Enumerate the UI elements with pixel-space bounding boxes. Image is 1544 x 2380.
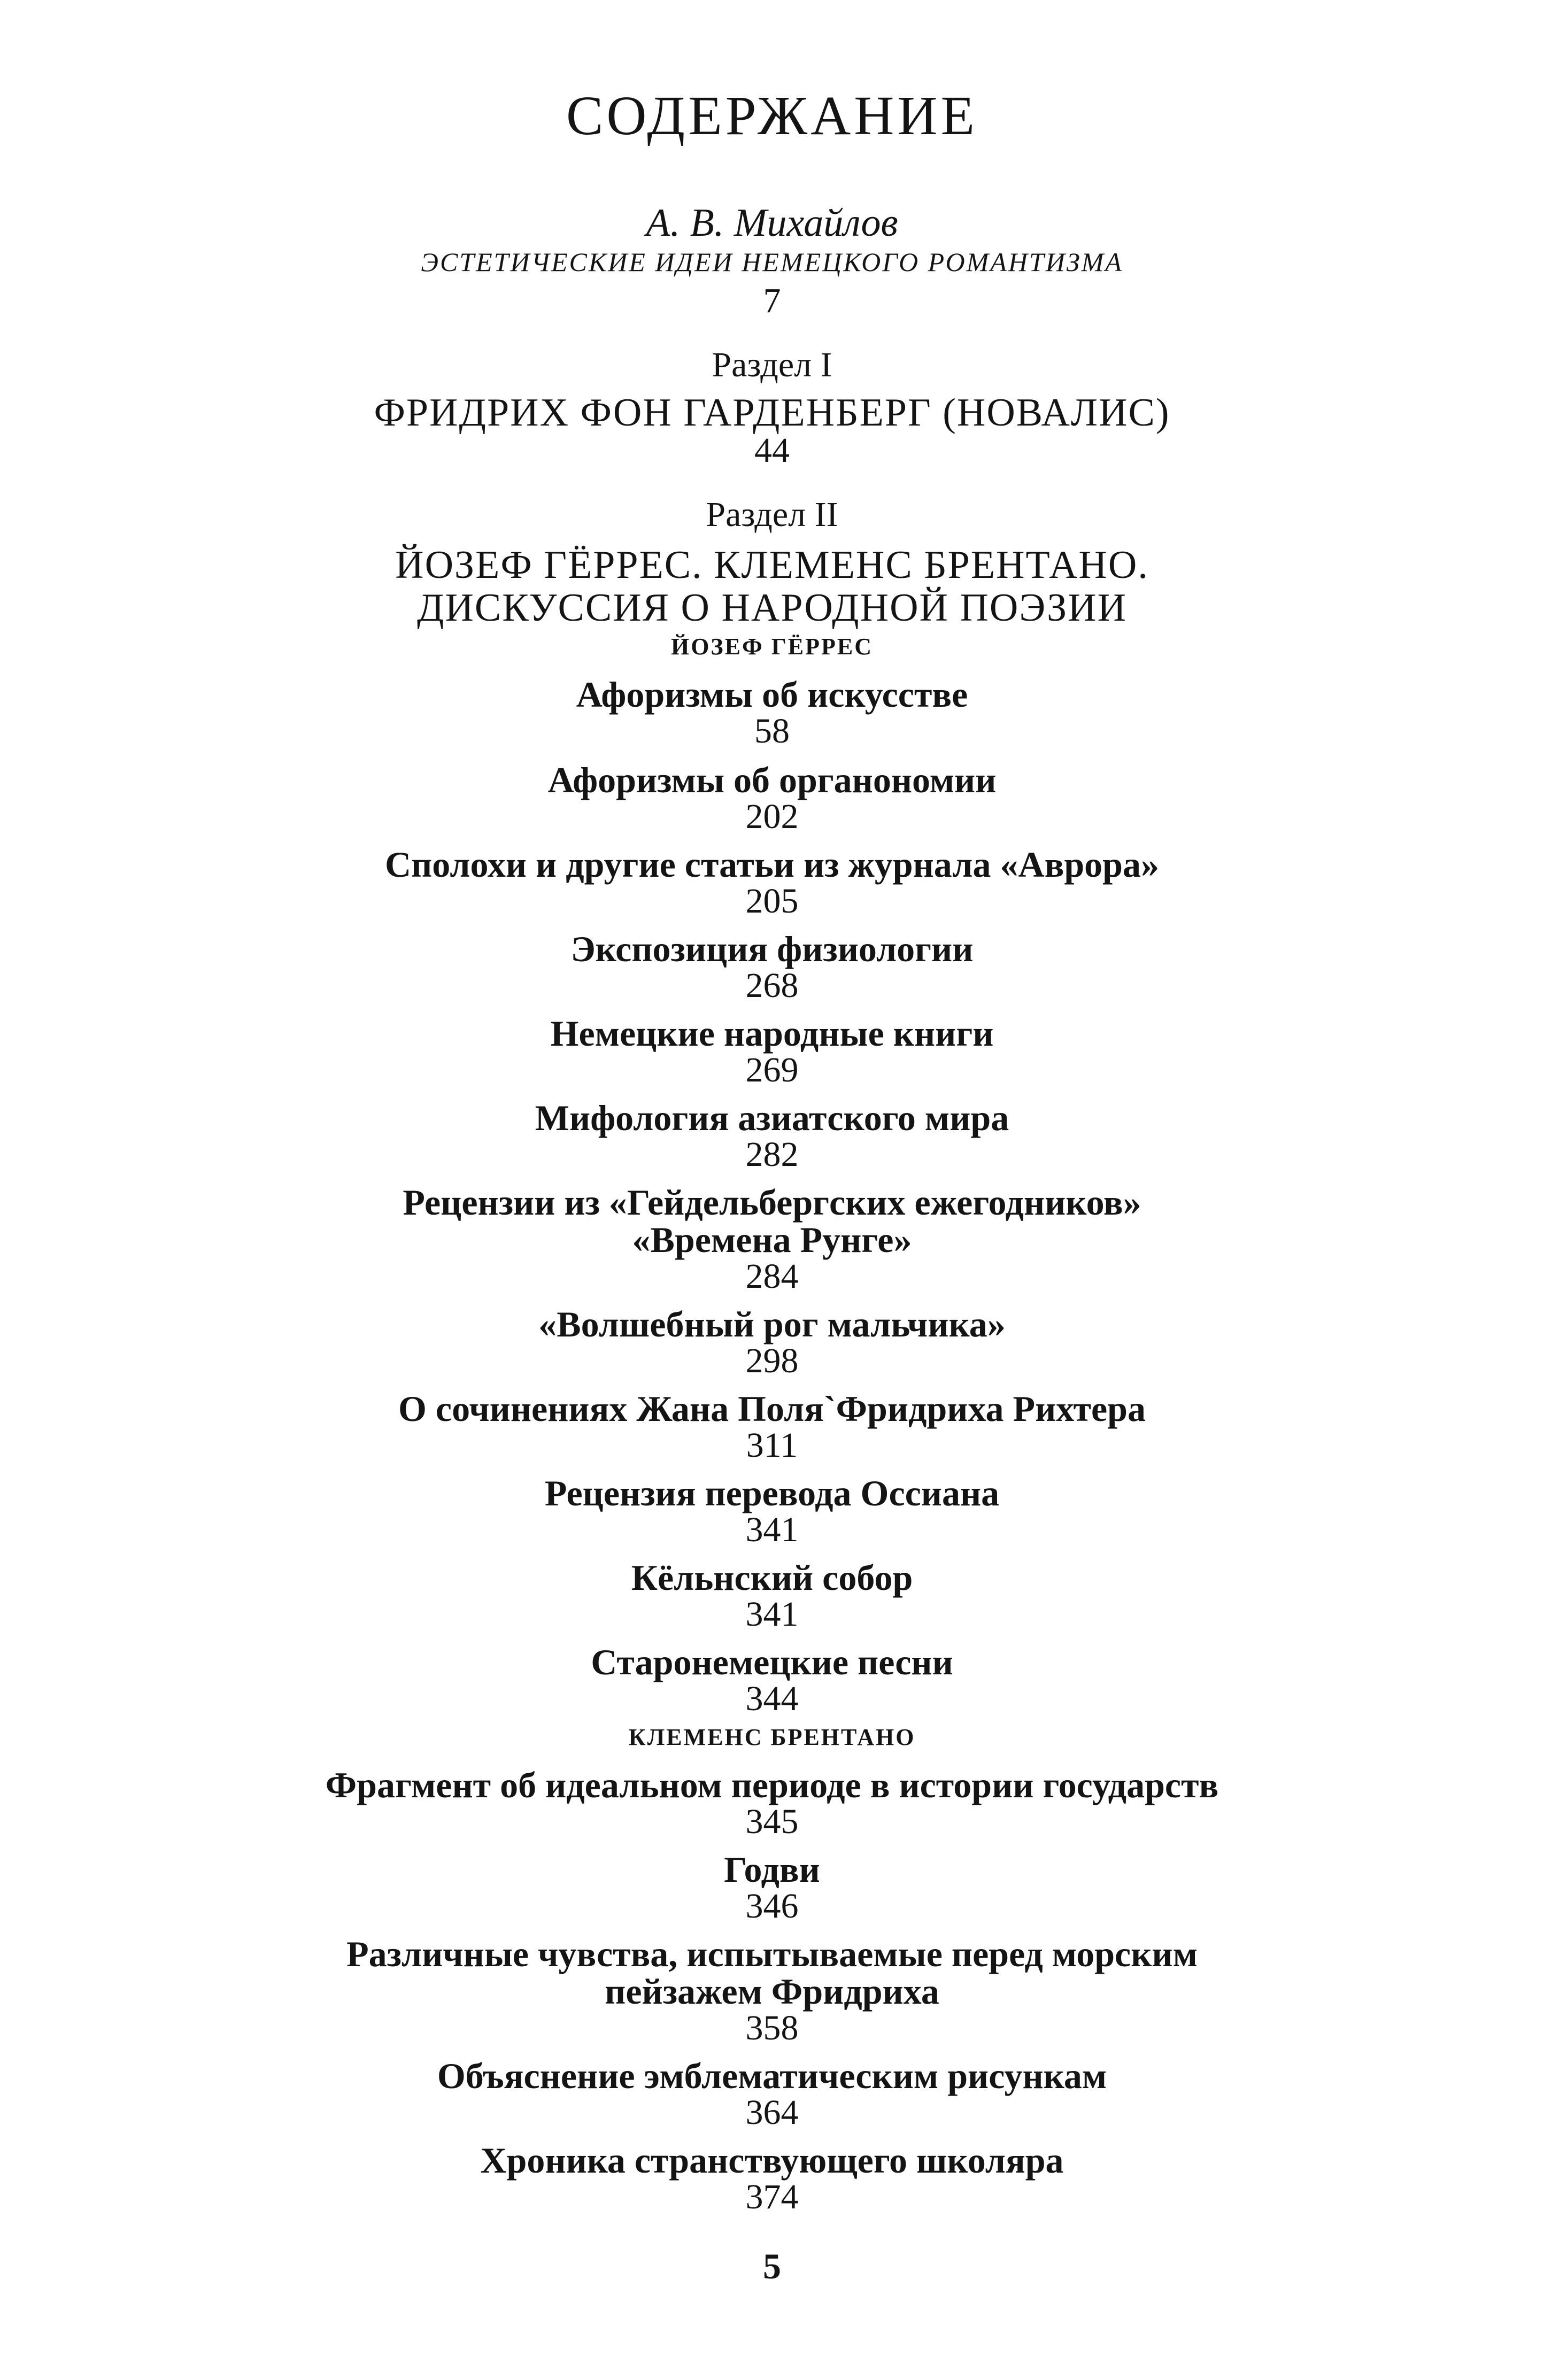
- toc-entry-page: 311: [746, 1426, 798, 1465]
- toc-entry-page: 298: [745, 1341, 799, 1380]
- toc-entry-title: Рецензии из «Гейдельбергских ежегодников…: [403, 1182, 1141, 1223]
- section1-title: ФРИДРИХ ФОН ГАРДЕНБЕРГ (НОВАЛИС): [374, 391, 1170, 435]
- toc-entry-page: 282: [745, 1135, 799, 1174]
- toc-entry-title: Кёльнский собор: [631, 1557, 913, 1598]
- toc-entry-title: «Волшебный рог мальчика»: [538, 1304, 1006, 1344]
- author-heading-brentano: КЛЕМЕНС БРЕНТАНО: [628, 1724, 916, 1750]
- intro-title: ЭСТЕТИЧЕСКИЕ ИДЕИ НЕМЕЦКОГО РОМАНТИЗМА: [421, 247, 1123, 277]
- toc-entry-page: 364: [745, 2093, 799, 2132]
- page-number: 5: [763, 2246, 781, 2286]
- toc-entry-page: 268: [745, 966, 799, 1005]
- intro-page: 7: [763, 281, 781, 320]
- toc-entry-page: 344: [745, 1679, 799, 1718]
- toc-entry-title: Объяснение эмблематическим рисункам: [437, 2056, 1107, 2096]
- toc-entry-page: 202: [745, 797, 799, 836]
- toc-entry-subtitle: «Времена Рунге»: [632, 1219, 912, 1260]
- section2-label: Раздел II: [706, 495, 838, 534]
- toc-entry-page: 341: [745, 1595, 799, 1634]
- toc-entry-title: О сочинениях Жана Поля`Фридриха Рихтера: [398, 1388, 1146, 1429]
- toc-entry-title: Сполохи и другие статьи из журнала «Авро…: [385, 844, 1159, 885]
- toc-entry-page: 374: [745, 2177, 799, 2216]
- section1-page: 44: [754, 431, 790, 470]
- toc-entry-title: Афоризмы об органономии: [547, 760, 997, 800]
- toc-entry-page: 58: [754, 712, 790, 751]
- toc-entry-page: 346: [745, 1887, 799, 1926]
- toc-entry-title: Немецкие народные книги: [550, 1013, 994, 1054]
- toc-entry-title: Мифология азиатского мира: [535, 1098, 1009, 1138]
- page-title: СОДЕРЖАНИЕ: [566, 85, 978, 146]
- intro-author: А. В. Михайлов: [646, 201, 898, 245]
- toc-entry-title: Экспозиция физиологии: [570, 929, 974, 969]
- toc-entry-title: Старонемецкие песни: [591, 1642, 953, 1682]
- section2-title-line1: ЙОЗЕФ ГЁРРЕС. КЛЕМЕНС БРЕНТАНО.: [395, 543, 1149, 587]
- toc-entry-subtitle: пейзажем Фридриха: [605, 1971, 939, 2012]
- toc-entry-title: Рецензия перевода Оссиана: [544, 1473, 1000, 1513]
- toc-entry-page: 358: [745, 2008, 799, 2047]
- toc-entry-title: Хроника странствующего школяра: [480, 2140, 1064, 2181]
- toc-entry-page: 345: [745, 1802, 799, 1841]
- toc-entry-page: 284: [745, 1257, 799, 1296]
- toc-entry-page: 341: [745, 1510, 799, 1549]
- section2-title-line2: ДИСКУССИЯ О НАРОДНОЙ ПОЭЗИИ: [416, 586, 1128, 630]
- toc-entry-page: 269: [745, 1050, 799, 1089]
- toc-entry-title: Фрагмент об идеальном периоде в истории …: [325, 1765, 1219, 1805]
- toc-entry-title: Годви: [724, 1849, 820, 1890]
- section1-label: Раздел I: [712, 345, 832, 384]
- toc-entry-title: Афоризмы об искусстве: [576, 674, 968, 715]
- author-heading-gorres: ЙОЗЕФ ГЁРРЕС: [670, 633, 874, 660]
- toc-entry-title: Различные чувства, испытываемые перед мо…: [346, 1934, 1198, 1974]
- toc-entry-page: 205: [745, 882, 799, 921]
